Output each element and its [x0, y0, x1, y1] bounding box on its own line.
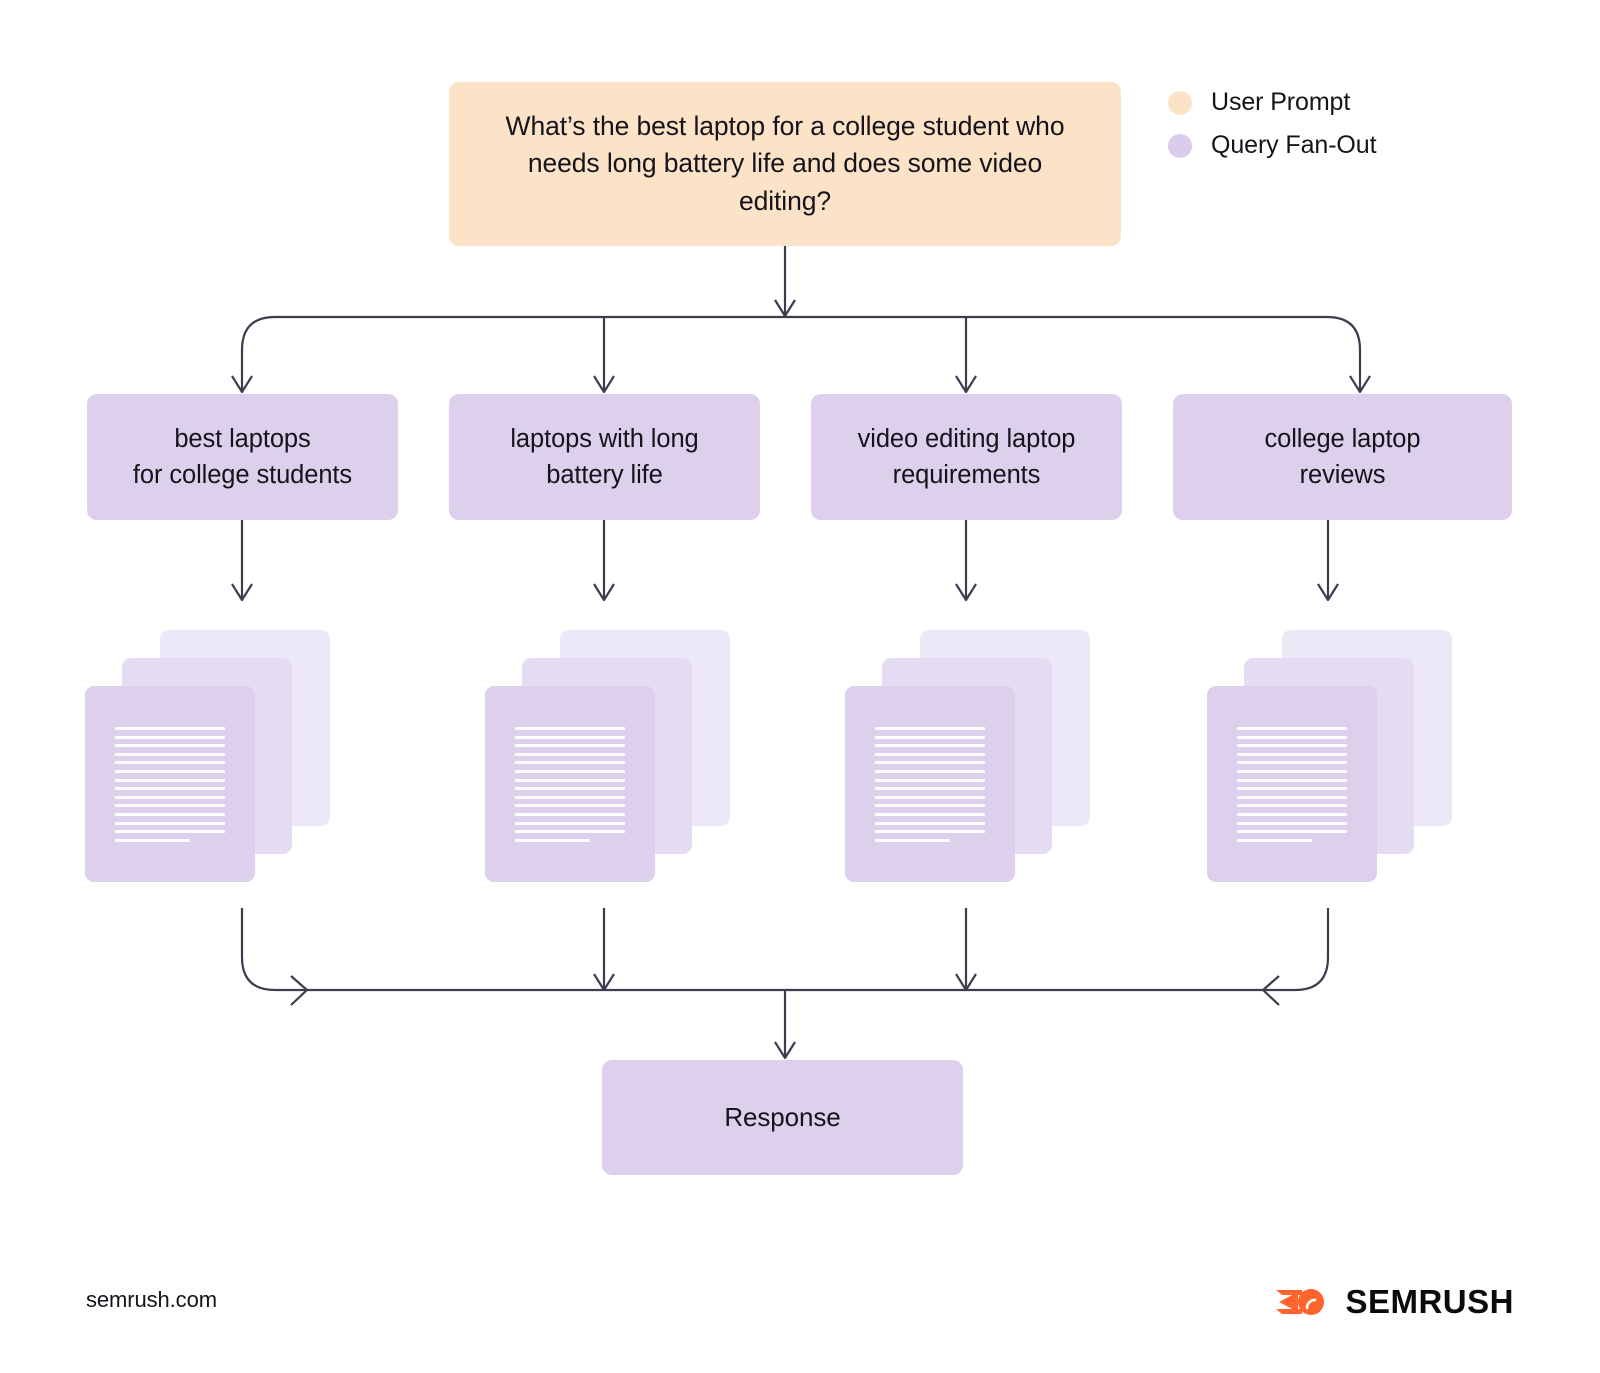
arrowhead-query-1 — [593, 375, 615, 394]
document-text-lines — [515, 727, 625, 842]
legend-dot-icon-user-prompt — [1168, 90, 1192, 115]
arrowhead-prompt-to-bus — [774, 299, 796, 318]
merge-bus — [240, 908, 1330, 992]
arrowhead-merge-left — [290, 975, 309, 1006]
legend-item-query-fan-out: Query Fan-Out — [1168, 131, 1377, 160]
arrowhead-docs-1 — [593, 583, 615, 602]
arrowhead-merge-inner-1 — [593, 973, 615, 992]
legend: User Prompt Query Fan-Out — [1168, 88, 1377, 160]
document-stack-1 — [485, 630, 730, 885]
arrowhead-docs-3 — [1317, 583, 1339, 602]
arrowhead-query-2 — [955, 375, 977, 394]
legend-item-user-prompt: User Prompt — [1168, 88, 1376, 117]
document-stack-0 — [85, 630, 330, 885]
response-box: Response — [602, 1060, 963, 1175]
semrush-wordmark: SEMRUSH — [1345, 1283, 1514, 1320]
document-sheet-front-icon — [1207, 686, 1377, 882]
document-text-lines — [1237, 727, 1347, 842]
document-sheet-front-icon — [85, 686, 255, 882]
document-text-lines — [875, 727, 985, 842]
legend-dot-icon-query-fan-out — [1168, 133, 1192, 158]
semrush-comet-icon — [1276, 1289, 1325, 1315]
fan-out-bus — [240, 315, 1362, 351]
user-prompt-text: What’s the best laptop for a college stu… — [505, 110, 1065, 216]
footer-url: semrush.com — [86, 1287, 217, 1312]
document-sheet-front-icon — [485, 686, 655, 882]
semrush-logo: SEMRUSH — [1276, 1283, 1514, 1321]
arrowhead-response — [774, 1041, 796, 1060]
arrowhead-query-3 — [1349, 375, 1371, 394]
user-prompt-box: What’s the best laptop for a college stu… — [449, 82, 1121, 246]
document-stack-3 — [1207, 630, 1452, 885]
arrowhead-merge-right — [1261, 975, 1280, 1006]
legend-label-user-prompt: User Prompt — [1211, 88, 1351, 116]
document-sheet-front-icon — [845, 686, 1015, 882]
document-stack-2 — [845, 630, 1090, 885]
arrowhead-merge-inner-2 — [955, 973, 977, 992]
arrowhead-docs-0 — [231, 583, 253, 602]
arrowhead-docs-2 — [955, 583, 977, 602]
document-text-lines — [115, 727, 225, 842]
arrowhead-query-0 — [231, 375, 253, 394]
response-label: Response — [724, 1102, 841, 1132]
legend-label-query-fan-out: Query Fan-Out — [1211, 131, 1377, 159]
